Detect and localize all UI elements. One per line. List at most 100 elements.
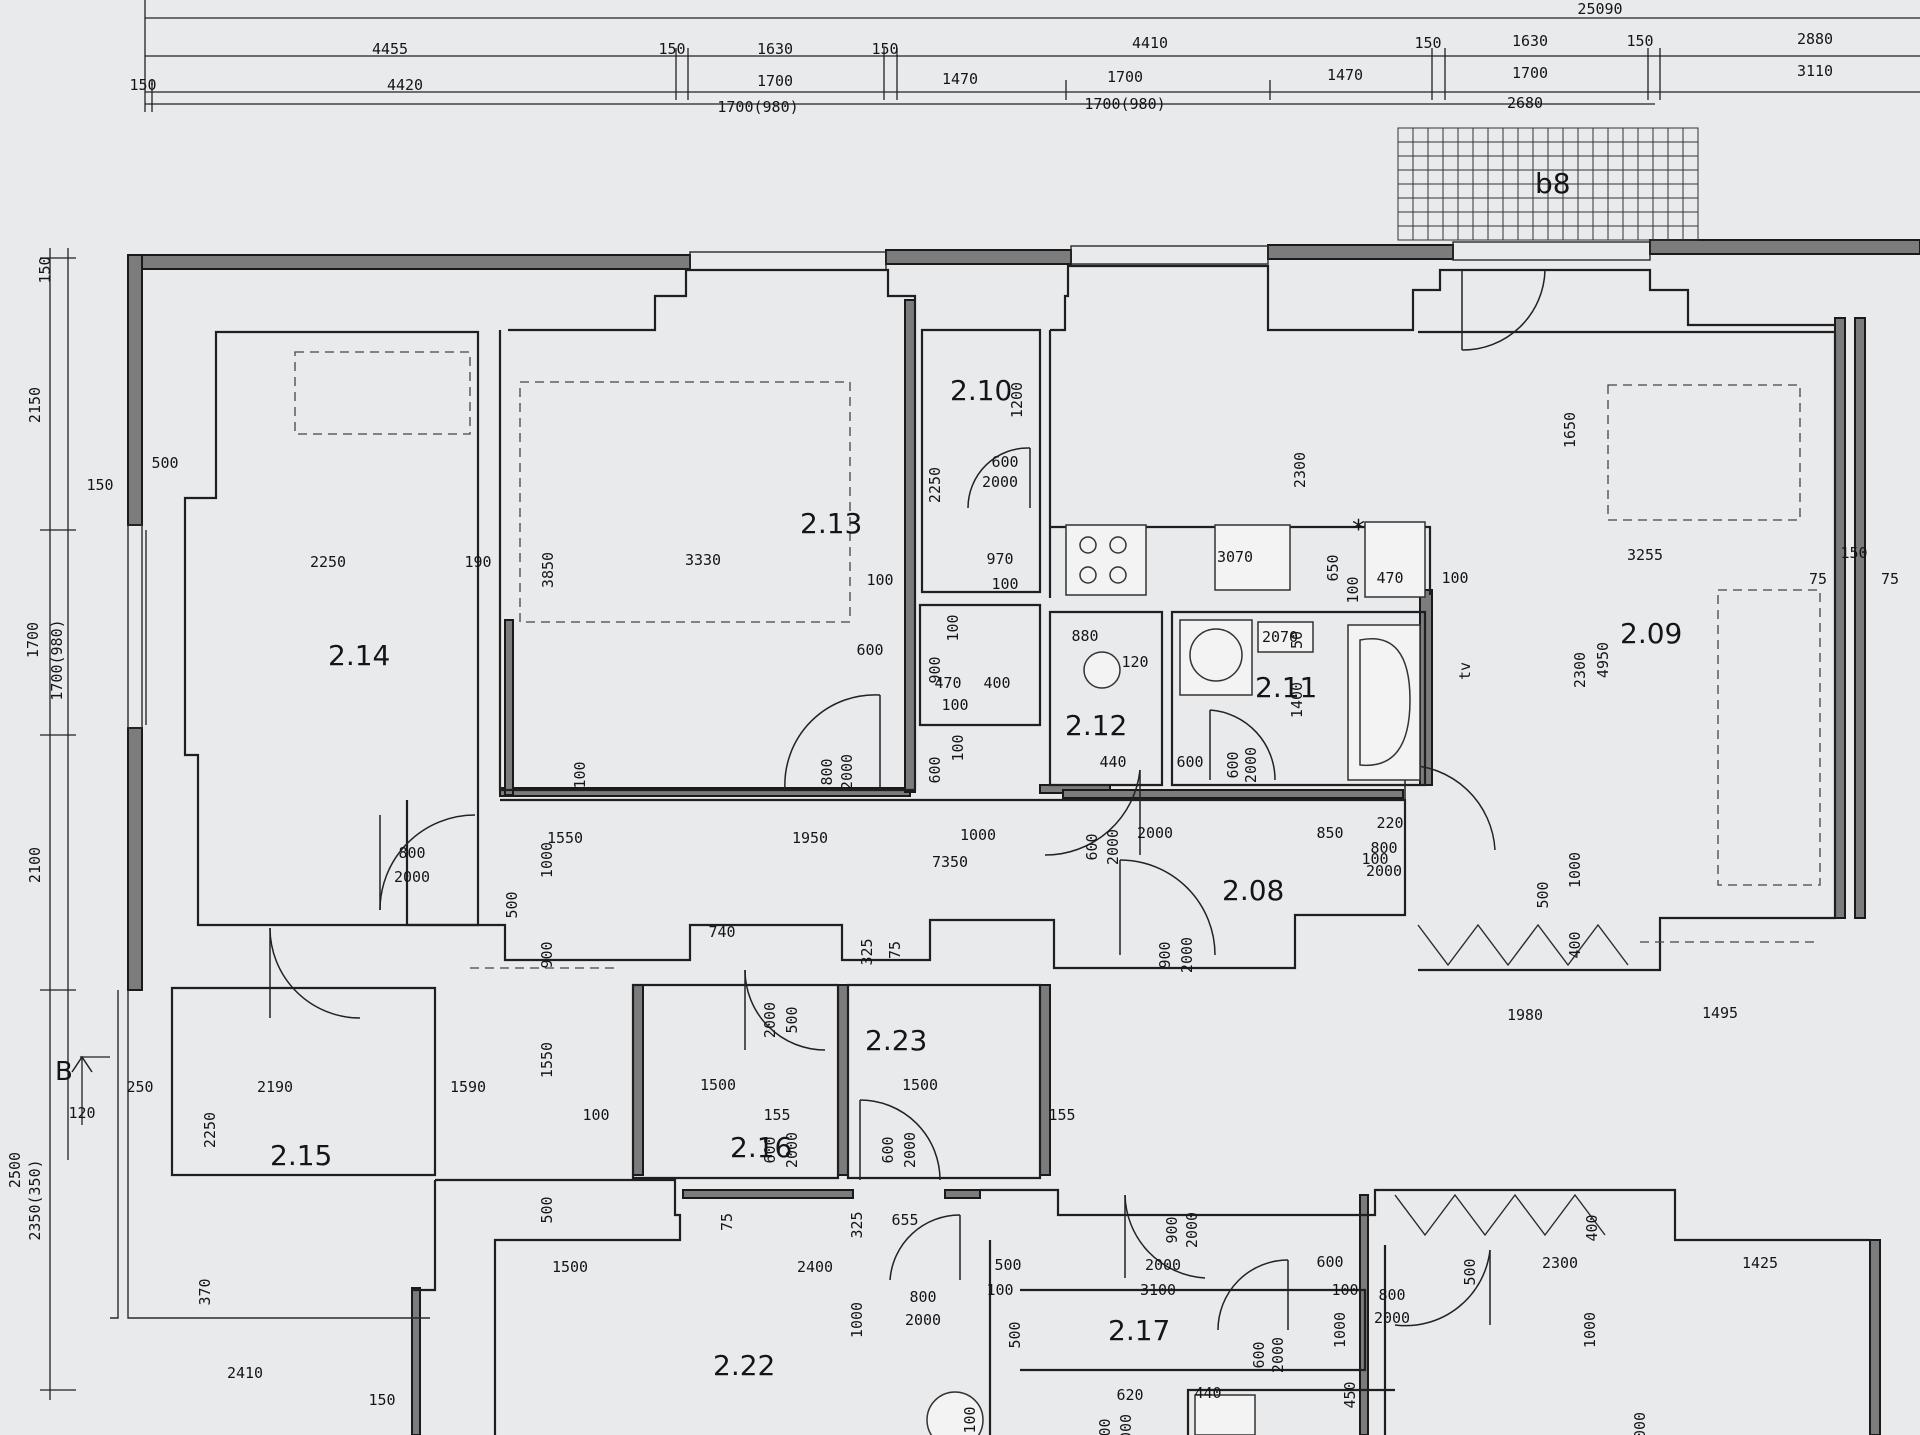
room-outlines: [110, 264, 1870, 1435]
dimension-label: 500: [503, 891, 521, 918]
dimension-label: 25090: [1577, 0, 1622, 18]
dimension-label: 100: [866, 571, 893, 589]
dimension-label: 600: [856, 641, 883, 659]
dimension-label: 2000: [1137, 824, 1173, 842]
dimension-label: 2880: [1797, 30, 1833, 48]
dimension-label: 370: [196, 1278, 214, 1305]
room-label-2-13: 2.13: [800, 507, 862, 540]
dimension-label: 1700: [1107, 68, 1143, 86]
dimension-label: 650: [1324, 554, 1342, 581]
dimension-label: 850: [1316, 824, 1343, 842]
dimension-label: 655: [891, 1211, 918, 1229]
dimension-label: 2070: [1262, 628, 1298, 646]
dimension-label: 450: [1341, 1381, 1359, 1408]
dimension-label: 1630: [1512, 32, 1548, 50]
dimension-label: 2000: [1242, 747, 1260, 783]
room-label-2-16: 2.16: [730, 1131, 792, 1164]
dimension-label: 600: [761, 1136, 779, 1163]
dimension-label: 400: [983, 674, 1010, 692]
dimension-label: 1500: [552, 1258, 588, 1276]
dimension-label: 600: [1250, 1341, 1268, 1368]
dimension-label: 1550: [547, 829, 583, 847]
dimension-label: 1470: [1327, 66, 1363, 84]
dimension-label: 1700(980): [48, 619, 66, 700]
dimension-label: 2000: [394, 868, 430, 886]
dimension-label: 150: [1626, 32, 1653, 50]
dimension-label: 75: [1881, 570, 1899, 588]
dimension-label: 75: [1809, 570, 1827, 588]
dimension-label: 2000: [1366, 862, 1402, 880]
dimension-label: 2000: [761, 1002, 779, 1038]
dimension-label: 2000: [783, 1132, 801, 1168]
dimension-label: 100: [1441, 569, 1468, 587]
asterisk-mark: *: [1352, 515, 1365, 545]
dimension-label: 150: [86, 476, 113, 494]
dimension-label: 1000: [848, 1302, 866, 1338]
dimension-label: 7350: [932, 853, 968, 871]
dimension-label: 3110: [1797, 62, 1833, 80]
dimension-label: 3070: [1217, 548, 1253, 566]
dimension-label: 500: [538, 1196, 556, 1223]
dimension-label: 800: [1370, 839, 1397, 857]
dimension-label: 500: [1461, 1258, 1479, 1285]
dimension-label: 1495: [1702, 1004, 1738, 1022]
dimension-label: 150: [658, 40, 685, 58]
dimension-label: 600: [991, 453, 1018, 471]
dimension-label: 1200: [1008, 382, 1026, 418]
dimension-label: 2300: [1291, 452, 1309, 488]
dimension-label: 1400: [1288, 682, 1306, 718]
dimension-label: 400: [1583, 1214, 1601, 1241]
dimension-label: 4410: [1132, 34, 1168, 52]
top-dimension-lines: [144, 0, 1920, 112]
room-label-2-09: 2.09: [1620, 617, 1682, 650]
dimension-label: 1700(980): [1084, 95, 1165, 113]
dimension-label: 1000: [538, 842, 556, 878]
dimension-label: 100: [961, 1406, 979, 1433]
dimension-label: 75: [886, 941, 904, 959]
dimension-label: 250: [126, 1078, 153, 1096]
dimension-label: 1550: [538, 1042, 556, 1078]
dimension-label: 100: [991, 575, 1018, 593]
dimension-label: 900: [926, 656, 944, 683]
dimension-label: 880: [1071, 627, 1098, 645]
dimension-label: 50: [1288, 631, 1306, 649]
dimension-label: 4950: [1594, 642, 1612, 678]
dimension-label: 325: [858, 938, 876, 965]
dimension-label: 120: [1121, 653, 1148, 671]
dimension-label: 100: [986, 1281, 1013, 1299]
windows: [127, 241, 1651, 729]
dimension-label: 120: [68, 1104, 95, 1122]
dimension-label: 600: [1316, 1253, 1343, 1271]
dimension-label: 800: [818, 758, 836, 785]
dimension-label: 1425: [1742, 1254, 1778, 1272]
dimension-label: 500: [1006, 1321, 1024, 1348]
dimension-label: 600: [1176, 753, 1203, 771]
dimension-label: 500: [151, 454, 178, 472]
dimension-label: 100: [949, 734, 967, 761]
dimension-label: 2000: [1145, 1256, 1181, 1274]
dimension-label: 2000: [1374, 1309, 1410, 1327]
dimension-label: 1000: [1331, 1312, 1349, 1348]
dimension-label: 1700(980): [717, 98, 798, 116]
dimension-label: 3330: [685, 551, 721, 569]
dimension-label: 150: [1840, 544, 1867, 562]
dimension-label: 2000: [838, 754, 856, 790]
dimension-label: 2190: [257, 1078, 293, 1096]
dimension-label: 600: [879, 1136, 897, 1163]
section-marker: [71, 1055, 110, 1125]
dimension-label: 2000: [1269, 1337, 1287, 1373]
dimension-label: 600: [926, 756, 944, 783]
dimension-label: 400: [1566, 931, 1584, 958]
dimension-label: 800: [909, 1288, 936, 1306]
dimension-label: 970: [986, 550, 1013, 568]
dimension-label: 900: [1156, 941, 1174, 968]
room-label-2-22: 2.22: [713, 1349, 775, 1382]
dimension-label: 900: [1163, 1216, 1181, 1243]
room-label-2-12: 2.12: [1065, 709, 1127, 742]
door-swings: [269, 269, 1546, 1331]
dimension-label: 2100: [26, 847, 44, 883]
dimension-label: 2680: [1507, 94, 1543, 112]
dimension-label: 1000: [1631, 1412, 1649, 1435]
